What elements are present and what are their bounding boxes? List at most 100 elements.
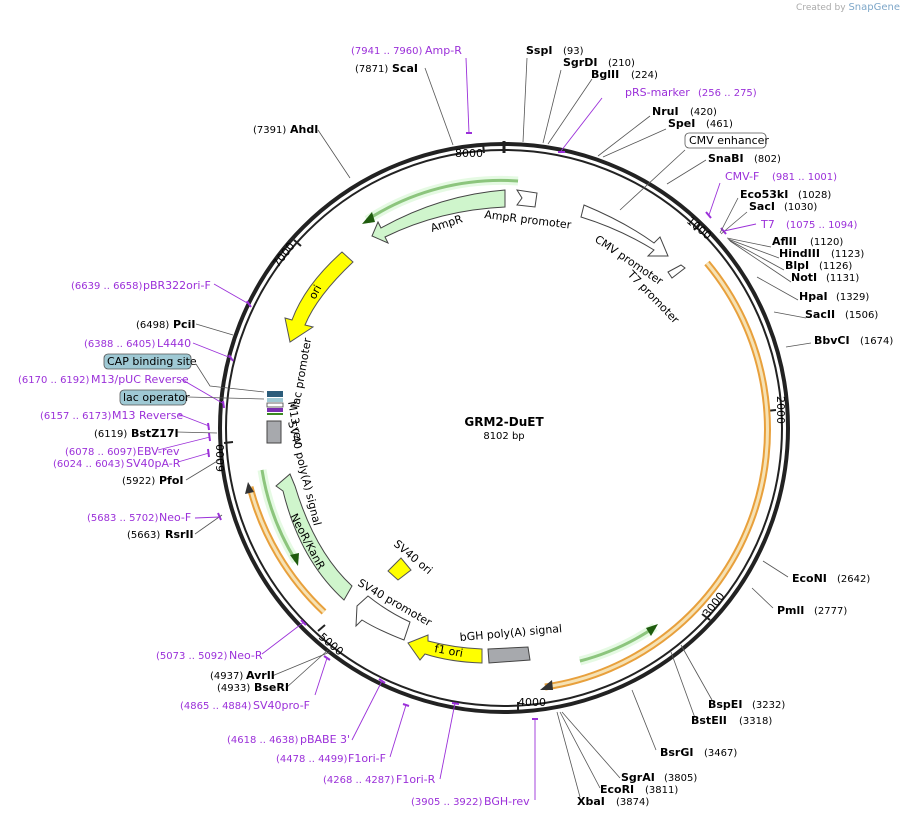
enzyme-xbai: XbaI xyxy=(577,795,605,808)
feature-sv40-promoter xyxy=(355,595,411,641)
enzyme-saci-pos: (1030) xyxy=(784,202,817,213)
feature-ampr-promoter xyxy=(516,189,538,208)
enzyme-bsteii: BstEII xyxy=(691,714,727,727)
primer-ebv-rev: EBV-rev xyxy=(137,445,180,458)
enzyme-scai-pos: (7871) xyxy=(355,64,388,75)
tick-6000 xyxy=(223,441,234,444)
primer-neo-f: Neo-F xyxy=(159,511,191,524)
enzyme-hpai-pos: (1329) xyxy=(836,292,869,303)
primer-sv40pro-f-pos: (4865 .. 4884) xyxy=(180,701,252,712)
tick-5000 xyxy=(317,624,326,632)
enzyme-scai: ScaI xyxy=(392,62,418,75)
plasmid-center-label: GRM2-DuET 8102 bp xyxy=(464,415,544,442)
feature-m13-green-block xyxy=(267,413,283,415)
enzyme-sgrai: SgrAI xyxy=(621,771,655,784)
plasmid-length: 8102 bp xyxy=(483,431,524,442)
tick-1000 xyxy=(693,221,702,231)
cap-binding-site-label: CAP binding site xyxy=(107,355,197,368)
enzyme-pmli-pos: (2777) xyxy=(814,606,847,617)
tick-label-8000: 8000 xyxy=(455,147,483,160)
orf-arc-left-inner xyxy=(248,486,326,614)
enzyme-bglii: BglII xyxy=(591,68,619,81)
feature-sv40-ori xyxy=(387,557,412,581)
primer-bgh-rev: BGH-rev xyxy=(484,795,530,808)
enzyme-rsrii: RsrII xyxy=(165,528,194,541)
enzyme-hindiii-pos: (1123) xyxy=(831,249,864,260)
enzyme-saci: SacI xyxy=(749,200,775,213)
enzyme-bbvci-pos: (1674) xyxy=(860,336,893,347)
primer-f1ori-r-pos: (4268 .. 4287) xyxy=(323,775,395,786)
feature-ori xyxy=(284,251,354,343)
primer-neo-r-pos: (5073 .. 5092) xyxy=(156,651,228,662)
enzyme-bseri-pos: (4933) xyxy=(217,683,250,694)
enzyme-ahdi: AhdI xyxy=(290,123,318,136)
tick-label-6000: 6000 xyxy=(214,444,227,472)
orf-green-left-halo xyxy=(257,469,300,564)
enzyme-eco53ki: Eco53kI xyxy=(740,188,788,201)
feature-t7-promoter xyxy=(667,264,686,279)
enzyme-rsrii-pos: (5663) xyxy=(127,530,160,541)
enzyme-bglii-pos: (224) xyxy=(631,70,658,81)
tick-label-4000: 4000 xyxy=(518,696,546,709)
primer-prs-marker: pRS-marker xyxy=(625,86,690,99)
feature-f1-ori xyxy=(407,634,483,664)
tick-label-1000: 1000 xyxy=(684,214,714,242)
enzyme-sgrai-pos: (3805) xyxy=(664,773,697,784)
enzyme-snabi-pos: (802) xyxy=(754,154,781,165)
feature-leaders xyxy=(187,149,686,400)
enzyme-pfoi-pos: (5922) xyxy=(122,476,155,487)
enzyme-bbvci: BbvCI xyxy=(814,334,850,347)
tick-label-2000: 2000 xyxy=(774,396,787,424)
primer-pbabe-3-pos: (4618 .. 4638) xyxy=(227,735,299,746)
primer-prs-marker-pos: (256 .. 275) xyxy=(698,88,757,99)
enzyme-blpi-pos: (1126) xyxy=(819,261,852,272)
lac-operator-box xyxy=(119,389,187,406)
enzyme-sspi: SspI xyxy=(526,44,552,57)
enzyme-bspei-pos: (3232) xyxy=(752,700,785,711)
created-by-label: Created by xyxy=(796,3,846,13)
orf-arc-right-inner xyxy=(544,262,769,689)
primer-cmv-f: CMV-F xyxy=(725,170,759,183)
primer-t7: T7 xyxy=(760,218,775,231)
feature-neor-kanr xyxy=(275,473,353,601)
cap-binding-site-box xyxy=(103,353,192,370)
primer-t7-pos: (1075 .. 1094) xyxy=(786,220,858,231)
primer-m13-puc-reverse: M13/pUC Reverse xyxy=(91,373,189,386)
lac-operator-label: lac operator xyxy=(123,391,190,404)
enzyme-bstz17i-pos: (6119) xyxy=(94,429,127,440)
feature-cmv-promoter xyxy=(580,204,669,257)
created-by-credit: Created by SnapGene xyxy=(796,2,900,13)
enzyme-sspi-pos: (93) xyxy=(563,46,584,57)
feature-f1-ori-label: f1 ori xyxy=(433,642,464,660)
feature-sv40-polya xyxy=(266,420,282,444)
feature-bgh-polya-label: bGH poly(A) signal xyxy=(459,622,562,644)
primer-neo-r: Neo-R xyxy=(229,649,263,662)
feature-m13-rev-block xyxy=(267,408,283,412)
enzyme-econi-pos: (2642) xyxy=(837,574,870,585)
primer-m13-reverse: M13 Reverse xyxy=(112,409,183,422)
primer-sv40pa-r-pos: (6024 .. 6043) xyxy=(53,459,125,470)
primer-sv40pro-f: SV40pro-F xyxy=(253,699,310,712)
enzyme-pcii: PciI xyxy=(173,318,195,331)
enzyme-pmli: PmlI xyxy=(777,604,804,617)
enzyme-sgrdi-pos: (210) xyxy=(608,58,635,69)
enzyme-bstz17i: BstZ17I xyxy=(131,427,179,440)
enzyme-bsrgi: BsrGI xyxy=(660,746,693,759)
enzyme-bspei: BspEI xyxy=(708,698,742,711)
enzyme-leaders xyxy=(176,57,812,798)
primer-sv40pa-r: SV40pA-R xyxy=(126,457,181,470)
enzyme-aflii-pos: (1120) xyxy=(810,237,843,248)
enzyme-noti-pos: (1131) xyxy=(826,273,859,284)
orf-green-left-arrowhead xyxy=(290,553,299,566)
enzyme-noti: NotI xyxy=(791,271,817,284)
feature-lac-promoter-block xyxy=(266,402,284,408)
orf-green-top-halo xyxy=(364,175,519,224)
enzyme-xbai-pos: (3874) xyxy=(616,797,649,808)
enzyme-spei: SpeI xyxy=(668,117,695,130)
feature-cap-block xyxy=(267,391,283,397)
snapgene-logo: SnapGene xyxy=(848,2,900,13)
feature-ampr xyxy=(371,189,506,245)
enzyme-bsrgi-pos: (3467) xyxy=(704,748,737,759)
primer-ebv-rev-pos: (6078 .. 6097) xyxy=(65,447,137,458)
